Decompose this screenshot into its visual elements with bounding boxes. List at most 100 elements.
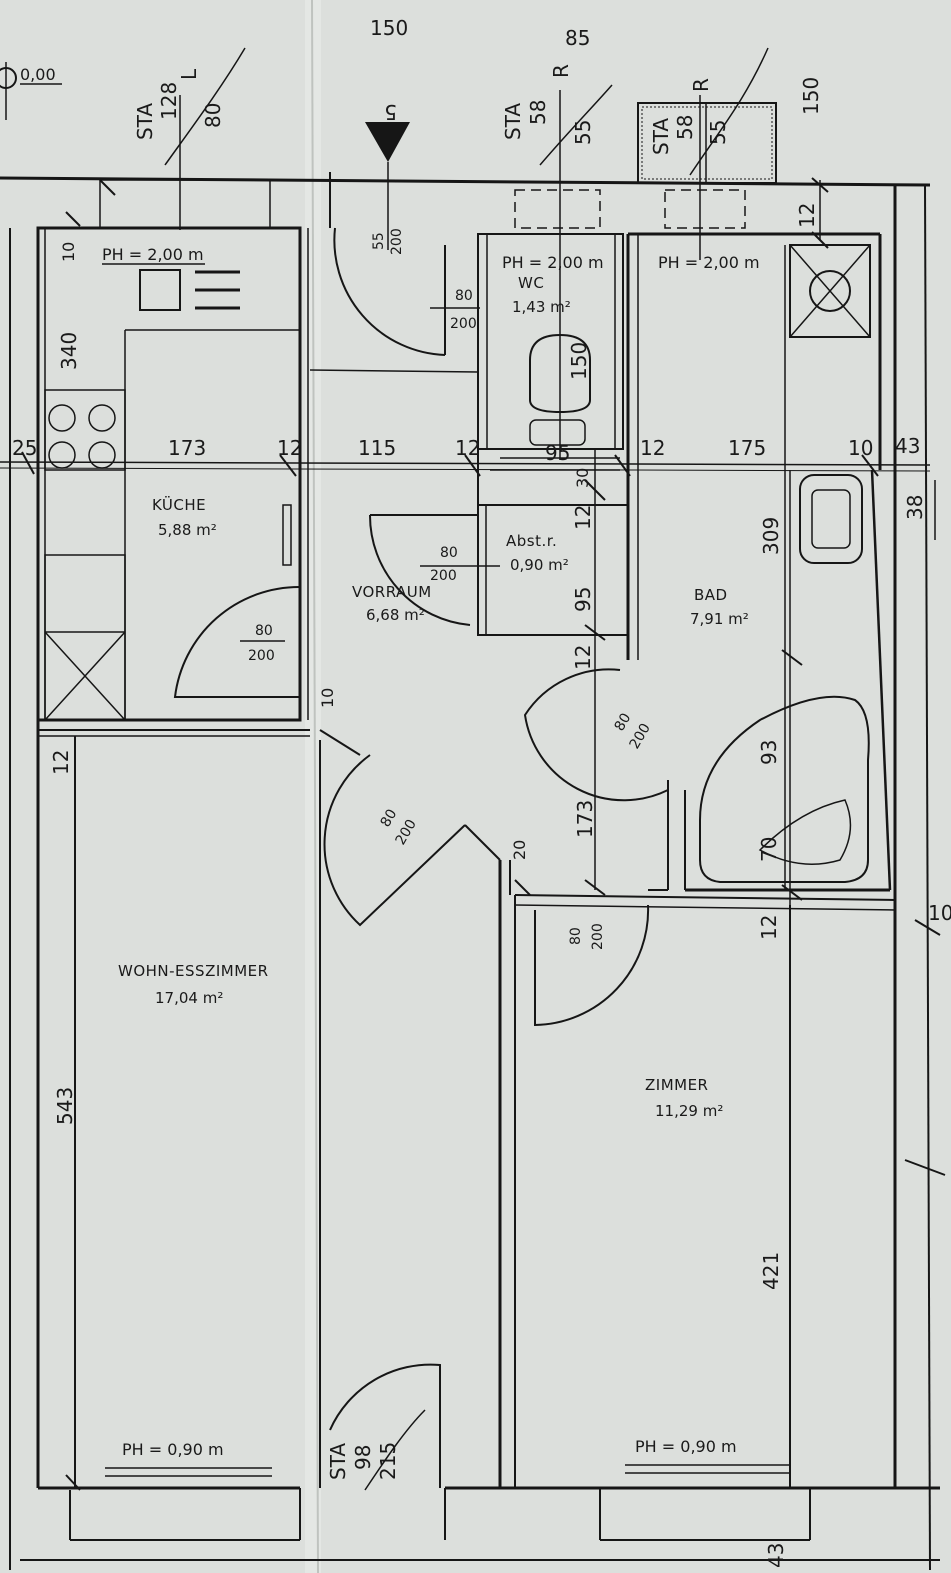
- stair-notes: STA 128 L 80 STA 58 R 55 STA 58 R 55 STA…: [133, 47, 769, 1491]
- dim-309: 309: [759, 517, 783, 555]
- door-swings: [173, 227, 669, 1488]
- level-value: 0,00: [20, 65, 56, 84]
- door-width: 80: [455, 288, 473, 304]
- stair-s3-a: STA: [649, 118, 673, 155]
- room-height: PH = 0,90 m: [635, 1437, 737, 1456]
- door-label-wc: 80 200: [430, 288, 480, 332]
- door-height: 200: [430, 568, 457, 584]
- dim-20: 20: [510, 840, 529, 860]
- room-vorraum: VORRAUM 6,68 m²: [352, 583, 432, 624]
- room-name: VORRAUM: [352, 583, 432, 601]
- dim-70: 70: [757, 837, 781, 862]
- dim-43: 43: [895, 434, 920, 458]
- stair-s2-c: R: [549, 64, 573, 78]
- stair-s2-b: 58: [526, 100, 550, 125]
- door-label-entrance: 55 200: [371, 228, 405, 255]
- door-width: 80: [612, 711, 635, 734]
- dim-10b: 10: [848, 436, 873, 460]
- dim-30: 30: [573, 468, 592, 488]
- room-kueche: KÜCHE 5,88 m² PH = 2,00 m: [102, 245, 217, 539]
- door-width: 80: [255, 623, 273, 639]
- section-label: 5: [384, 100, 397, 124]
- dim-175: 175: [728, 436, 766, 460]
- dim-93: 93: [757, 740, 781, 765]
- dim-543: 543: [53, 1087, 77, 1125]
- section-marker: 5: [365, 100, 410, 250]
- room-height: PH = 2,00 m: [102, 245, 204, 264]
- stair-box: [637, 102, 777, 184]
- room-zimmer: ZIMMER 11,29 m² PH = 0,90 m: [625, 1076, 790, 1474]
- dim-95: 95: [545, 441, 570, 465]
- interior-walls: [36, 226, 896, 1488]
- dim-150v: 150: [567, 342, 591, 380]
- door-height: 200: [248, 648, 275, 664]
- dim-43b: 43: [764, 1543, 788, 1568]
- door-label-zimmer: 80 200: [568, 923, 606, 950]
- stair-s2-d: 55: [571, 120, 595, 145]
- door-label-abstr: 80 200: [420, 545, 500, 584]
- stair-s1-b: 128: [157, 82, 181, 120]
- dim-340: 340: [57, 332, 81, 370]
- dim-12g: 12: [757, 915, 781, 940]
- dim-25: 25: [12, 436, 37, 460]
- outer-walls: [0, 172, 940, 1571]
- door-width: 80: [568, 927, 584, 945]
- dim-115: 115: [358, 436, 396, 460]
- dim-right-150: 150: [799, 77, 823, 115]
- door-width: 80: [440, 545, 458, 561]
- dim-12b: 12: [455, 436, 480, 460]
- door-label-kueche: 80 200: [240, 623, 285, 664]
- room-height: PH = 2,00 m: [502, 253, 604, 272]
- stair-s3-d: 55: [706, 120, 730, 145]
- room-name: WOHN-ESSZIMMER: [118, 962, 269, 980]
- dim-10: 10: [59, 242, 78, 262]
- room-wohn-esszimmer: WOHN-ESSZIMMER 17,04 m² PH = 0,90 m: [105, 962, 272, 1477]
- dim-421: 421: [759, 1252, 783, 1290]
- stair-s3-c: R: [689, 78, 713, 92]
- paper-crease: [311, 0, 319, 1573]
- room-abstellraum: Abst.r. 0,90 m²: [506, 532, 569, 574]
- door-width: 55: [371, 232, 387, 250]
- room-name: WC: [518, 274, 544, 292]
- stair-s3-b: 58: [673, 115, 697, 140]
- door-width: 80: [378, 807, 401, 830]
- dim-12d: 12: [571, 505, 595, 530]
- dim-10r: 10: [928, 901, 951, 925]
- room-name: KÜCHE: [152, 495, 206, 514]
- dim-12f: 12: [795, 203, 819, 228]
- door-height: 200: [590, 923, 606, 950]
- stair-s4-c: 215: [376, 1442, 400, 1480]
- stair-s1-d: 80: [201, 103, 225, 128]
- room-area: 0,90 m²: [510, 556, 569, 574]
- dim-10-vorraum: 10: [318, 688, 337, 708]
- dim-top-85: 85: [565, 26, 590, 50]
- dim-12e: 12: [571, 645, 595, 670]
- dim-38: 38: [903, 495, 927, 520]
- dimension-labels: 150 85 150 10 340 25 173 12 115 12 95 12…: [12, 16, 951, 1568]
- room-name: ZIMMER: [645, 1076, 708, 1094]
- dim-12c: 12: [640, 436, 665, 460]
- room-height: PH = 0,90 m: [122, 1440, 224, 1459]
- stair-s4-a: STA: [326, 1443, 350, 1480]
- dim-12-wohn: 12: [49, 750, 73, 775]
- stair-s2-a: STA: [501, 103, 525, 140]
- room-area: 5,88 m²: [158, 521, 217, 539]
- room-name: BAD: [694, 586, 728, 604]
- door-height: 200: [389, 228, 405, 255]
- dim-12a: 12: [277, 436, 302, 460]
- room-area: 6,68 m²: [366, 606, 425, 624]
- dim-top-150: 150: [370, 16, 408, 40]
- room-name: Abst.r.: [506, 532, 557, 550]
- room-height: PH = 2,00 m: [658, 253, 760, 272]
- stair-s1-c: L: [177, 68, 201, 80]
- door-height: 200: [450, 316, 477, 332]
- dimension-ticks: [21, 177, 946, 1491]
- room-wc: WC 1,43 m² PH = 2,00 m: [502, 253, 604, 316]
- level-marker: 0,00: [0, 62, 62, 120]
- stair-s4-b: 98: [351, 1445, 375, 1470]
- room-bad: BAD 7,91 m² PH = 2,00 m: [658, 253, 760, 628]
- room-area: 17,04 m²: [155, 989, 223, 1007]
- dim-173: 173: [168, 436, 206, 460]
